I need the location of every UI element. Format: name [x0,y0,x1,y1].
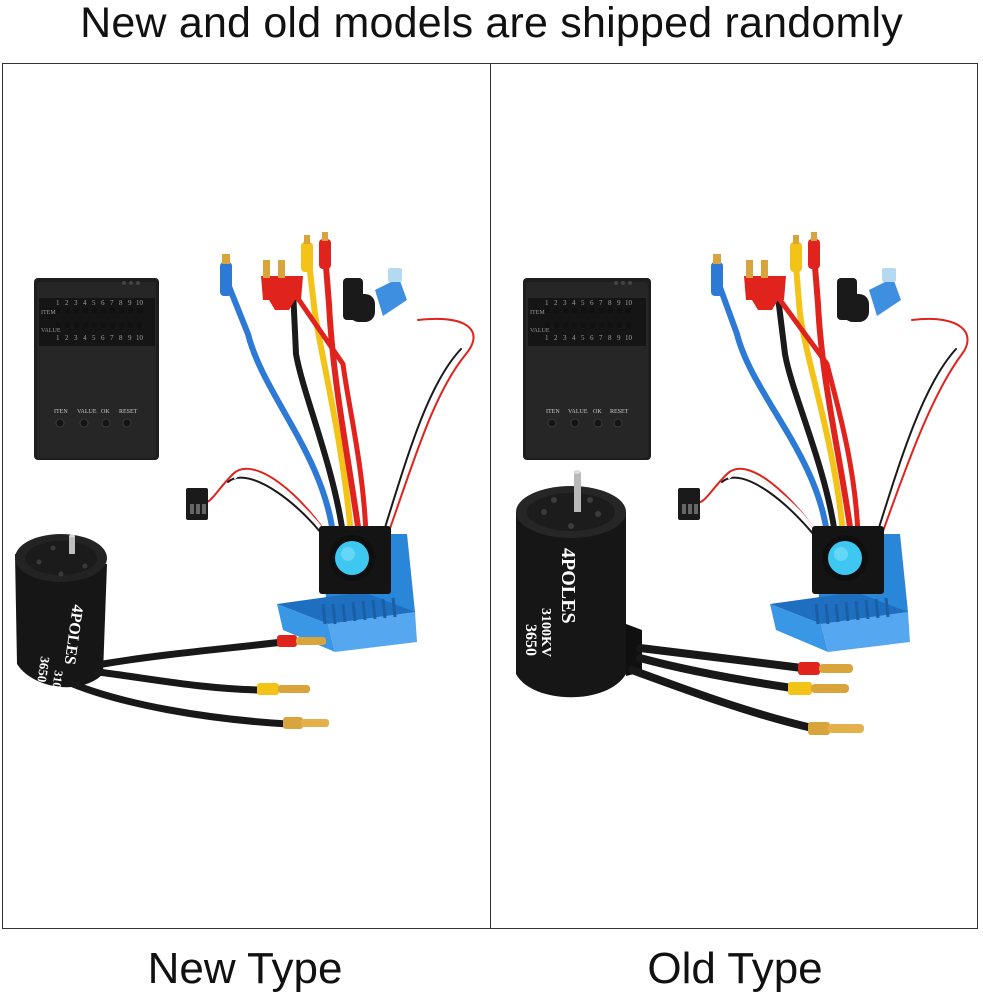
card-button-label: OK [593,409,602,415]
svg-text:10: 10 [625,299,633,307]
svg-text:6: 6 [101,299,105,307]
motor-leads [628,644,816,732]
card-row2-label: VALUE [530,328,550,334]
svg-text:2: 2 [65,299,69,307]
card-row2-label: VALUE [41,328,61,334]
svg-text:5: 5 [581,299,585,307]
svg-text:3: 3 [563,299,567,307]
esc-icon [770,526,910,652]
caption-old-type: Old Type [647,944,823,993]
motor-model: 3650 [522,624,539,656]
svg-text:1: 1 [545,334,549,342]
svg-text:9: 9 [617,299,621,307]
panel-new-type: ITEM VALUE 1 2 3 4 5 6 7 8 9 10 1 2 3 4 … [3,64,490,928]
svg-text:7: 7 [110,334,114,342]
card-row1-label: ITEM [41,310,56,316]
svg-text:10: 10 [625,334,633,342]
svg-text:10: 10 [136,299,144,307]
card-button-label: RESET [610,409,629,415]
svg-text:4: 4 [83,299,87,307]
card-button-label: ITEN [54,409,68,415]
svg-text:2: 2 [65,334,69,342]
svg-text:8: 8 [608,334,612,342]
program-card-icon: ITEM VALUE 1 2 3 4 5 6 7 8 9 10 1 2 3 4 … [523,278,651,460]
card-button-label: VALUE [77,409,97,415]
product-illustration-old: ITEM VALUE 1 2 3 4 5 6 7 8 9 10 1 2 3 4 … [516,232,969,735]
card-button-label: RESET [119,409,138,415]
svg-text:6: 6 [590,299,594,307]
card-button-label: VALUE [568,409,588,415]
svg-text:4: 4 [572,334,576,342]
motor-kv: 3100KV [538,608,553,657]
product-illustration-new: ITEM VALUE 1 2 3 4 5 6 7 8 9 10 1 2 3 4 … [15,232,475,729]
svg-text:3: 3 [563,334,567,342]
caption-new-type: New Type [147,944,343,993]
motor-leads [69,638,292,728]
bullet-connectors [788,662,864,735]
panel-old-type: ITEM VALUE 1 2 3 4 5 6 7 8 9 10 1 2 3 4 … [492,64,977,928]
svg-text:5: 5 [92,299,96,307]
svg-text:4: 4 [83,334,87,342]
panel-divider [490,63,491,929]
svg-text:9: 9 [128,334,132,342]
card-row1-label: ITEM [530,310,545,316]
svg-text:8: 8 [119,299,123,307]
svg-text:2: 2 [554,334,558,342]
svg-text:10: 10 [136,334,144,342]
connectors-icon [220,232,331,310]
svg-text:6: 6 [101,334,105,342]
card-button-label: OK [101,409,110,415]
svg-text:1: 1 [56,299,60,307]
bullet-connectors [257,635,329,729]
svg-text:5: 5 [92,334,96,342]
motor-icon: 4POLES 3100KV 3650 [516,470,642,698]
svg-text:5: 5 [581,334,585,342]
svg-text:6: 6 [590,334,594,342]
esc-wires [197,251,475,550]
headline: New and old models are shipped randomly [80,0,903,47]
switch-icon [837,268,901,322]
svg-text:8: 8 [119,334,123,342]
servo-plug-icon [678,488,700,520]
svg-text:7: 7 [599,299,603,307]
motor-model: 3650 [34,656,52,684]
motor-kv: 3100KV [46,670,66,714]
svg-text:7: 7 [599,334,603,342]
esc-icon [277,526,417,652]
servo-plug-icon [186,488,208,520]
switch-icon [343,268,407,322]
connectors-icon [711,232,820,310]
motor-icon: 4POLES 3100KV 3650 [15,534,107,713]
program-card-icon: ITEM VALUE 1 2 3 4 5 6 7 8 9 10 1 2 3 4 … [34,278,159,460]
svg-text:3: 3 [74,299,78,307]
esc-wires [691,251,969,550]
svg-text:7: 7 [110,299,114,307]
card-button-label: ITEN [546,409,560,415]
svg-text:9: 9 [617,334,621,342]
svg-text:1: 1 [545,299,549,307]
svg-text:4: 4 [572,299,576,307]
svg-text:3: 3 [74,334,78,342]
motor-brand: 4POLES [557,548,579,624]
svg-text:8: 8 [608,299,612,307]
svg-text:1: 1 [56,334,60,342]
svg-text:2: 2 [554,299,558,307]
svg-text:9: 9 [128,299,132,307]
